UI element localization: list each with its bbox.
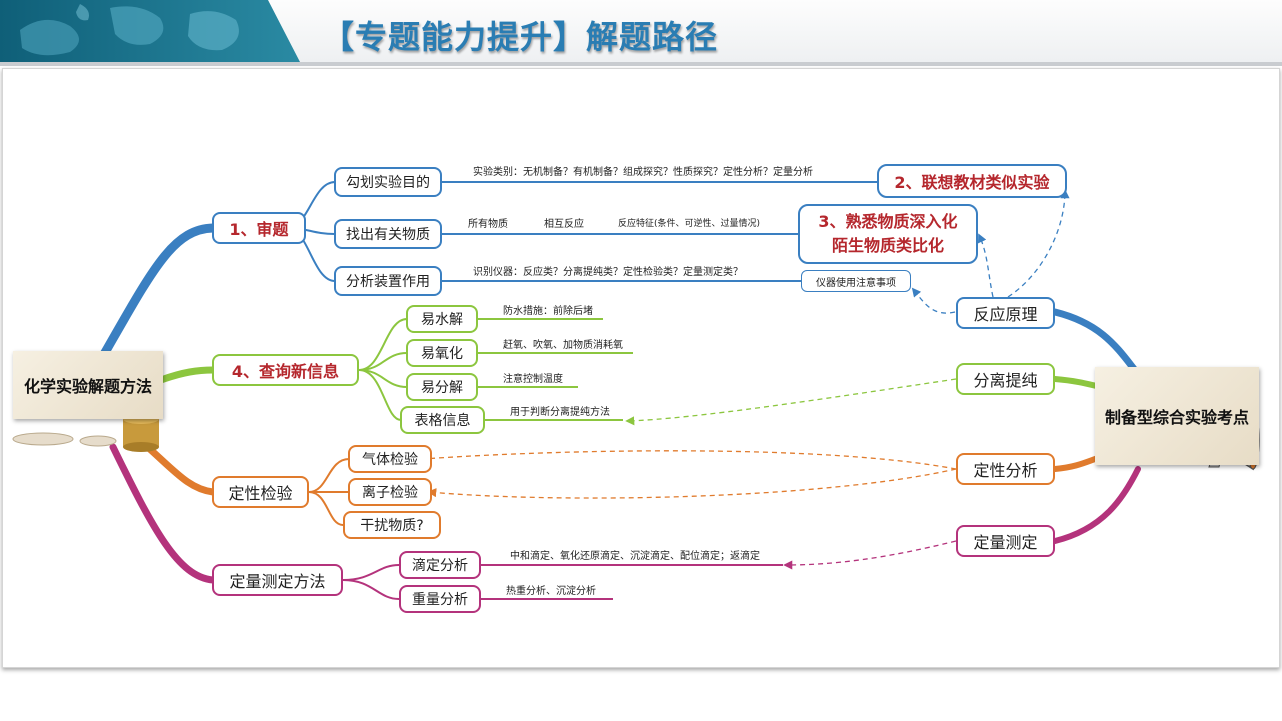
note-wuzhi-1: 所有物质 xyxy=(468,219,508,230)
right-node-dingxing-label: 定性分析 xyxy=(973,461,1038,480)
node-qiti[interactable]: 气体检验 xyxy=(348,445,432,473)
node-yanghua-label: 易氧化 xyxy=(421,346,463,362)
note-zhuangzhi: 识别仪器：反应类？分离提纯类？定性检验类？定量测定类？ xyxy=(473,267,743,278)
node-qiti-label: 气体检验 xyxy=(362,452,418,468)
node-zhuangzhi-label: 分析装置作用 xyxy=(346,274,430,290)
node-lizi-label: 离子检验 xyxy=(362,485,418,501)
right-node-yuanli-label: 反应原理 xyxy=(973,305,1038,324)
branch-magenta-thick xyxy=(109,443,217,584)
right-center-node: 制备型综合实验考点 xyxy=(1095,367,1259,465)
left-center-label: 化学实验解题方法 xyxy=(23,377,152,396)
callout-shuxi[interactable]: 3、熟悉物质深入化 陌生物质类比化 xyxy=(798,204,978,264)
dashed-dingliang-to-diding xyxy=(783,540,957,570)
note-yanghua: 赶氧、吹氧、加物质消耗氧 xyxy=(503,340,623,351)
note-shuijie: 防水措施：前除后堵 xyxy=(503,306,593,317)
callout-lianxiang[interactable]: 2、联想教材类似实验 xyxy=(877,164,1067,198)
coins-decoration xyxy=(12,414,159,452)
note-wuzhi-3: 反应特征(条件、可逆性、过量情况) xyxy=(618,219,761,229)
left-center-node: 化学实验解题方法 xyxy=(13,351,163,419)
node-mudi[interactable]: 勾划实验目的 xyxy=(334,167,442,197)
right-node-yuanli[interactable]: 反应原理 xyxy=(956,297,1055,329)
right-branch-blue xyxy=(1051,308,1142,378)
right-node-fenli-label: 分离提纯 xyxy=(973,371,1038,390)
note-mudi: 实验类别：无机制备？有机制备？组成探究？性质探究？定性分析？定量分析 xyxy=(473,167,813,178)
note-zhongliang: 热重分析、沉淀分析 xyxy=(506,586,596,597)
node-shuijie[interactable]: 易水解 xyxy=(406,305,478,333)
node-shuijie-label: 易水解 xyxy=(421,312,463,328)
dashed-dingxing-to-lizi xyxy=(427,468,957,499)
dashed-yuanli-to-lianxiang xyxy=(1007,189,1070,298)
right-center-label: 制备型综合实验考点 xyxy=(1104,408,1249,427)
node-dingxing-label: 定性检验 xyxy=(228,484,293,503)
node-shenti[interactable]: 1、审题 xyxy=(212,212,306,244)
branch-green-thick xyxy=(157,366,217,384)
callout-lianxiang-label: 2、联想教材类似实验 xyxy=(894,173,1050,192)
right-node-dingliang-label: 定量测定 xyxy=(973,533,1038,552)
right-node-dingxing[interactable]: 定性分析 xyxy=(956,453,1055,485)
note-biaoge: 用于判断分离提纯方法 xyxy=(510,407,610,418)
node-dingliang[interactable]: 定量测定方法 xyxy=(212,564,343,596)
node-zhongliang-label: 重量分析 xyxy=(412,592,468,608)
node-ganrao[interactable]: 干扰物质? xyxy=(343,511,441,539)
dashed-yuanli-to-yiqi xyxy=(911,287,956,314)
node-wuzhi[interactable]: 找出有关物质 xyxy=(334,219,442,249)
page-title: 【专题能力提升】解题路径 xyxy=(322,18,719,56)
callout-shuxi-line2: 陌生物质类比化 xyxy=(831,236,944,255)
note-wuzhi-2: 相互反应 xyxy=(544,219,584,230)
right-node-dingliang[interactable]: 定量测定 xyxy=(956,525,1055,557)
node-shenti-label: 1、审题 xyxy=(229,220,289,239)
node-dingliang-label: 定量测定方法 xyxy=(229,572,326,591)
dashed-yuanli-to-shuxi xyxy=(978,233,994,298)
world-map-banner xyxy=(0,0,300,62)
node-yanghua[interactable]: 易氧化 xyxy=(406,339,478,367)
callout-yiqi-label: 仪器使用注意事项 xyxy=(816,277,896,289)
mind-map-connectors xyxy=(12,181,1260,600)
node-diding[interactable]: 滴定分析 xyxy=(399,551,481,579)
callout-shuxi-line1: 3、熟悉物质深入化 xyxy=(818,212,958,231)
callout-yiqi[interactable]: 仪器使用注意事项 xyxy=(801,270,911,292)
node-fenjie[interactable]: 易分解 xyxy=(406,373,478,401)
node-diding-label: 滴定分析 xyxy=(412,558,468,574)
node-mudi-label: 勾划实验目的 xyxy=(346,175,430,191)
node-xinxi[interactable]: 4、查询新信息 xyxy=(212,354,359,386)
dashed-fenli-to-biaoge xyxy=(625,378,957,426)
node-biaoge-label: 表格信息 xyxy=(414,413,471,429)
node-ganrao-label: 干扰物质? xyxy=(360,518,424,534)
node-lizi[interactable]: 离子检验 xyxy=(348,478,432,506)
node-dingxing[interactable]: 定性检验 xyxy=(212,476,309,508)
right-branch-magenta xyxy=(1052,466,1141,544)
note-diding: 中和滴定、氧化还原滴定、沉淀滴定、配位滴定；返滴定 xyxy=(510,551,760,562)
node-wuzhi-label: 找出有关物质 xyxy=(346,227,430,243)
node-fenjie-label: 易分解 xyxy=(421,380,463,396)
note-fenjie: 注意控制温度 xyxy=(503,374,563,385)
node-zhongliang[interactable]: 重量分析 xyxy=(399,585,481,613)
node-zhuangzhi[interactable]: 分析装置作用 xyxy=(334,266,442,296)
node-xinxi-label: 4、查询新信息 xyxy=(231,362,340,381)
dashed-dingxing-to-qiti xyxy=(421,450,957,470)
right-node-fenli[interactable]: 分离提纯 xyxy=(956,363,1055,395)
node-biaoge[interactable]: 表格信息 xyxy=(400,406,485,434)
header-bar: 【专题能力提升】解题路径 xyxy=(0,0,1282,66)
slide-canvas: 化学实验解题方法 制备型综合实验考点 1、审题 勾划实验目的 实验类别：无机制备… xyxy=(2,68,1280,668)
branch-blue-thick xyxy=(98,223,218,361)
